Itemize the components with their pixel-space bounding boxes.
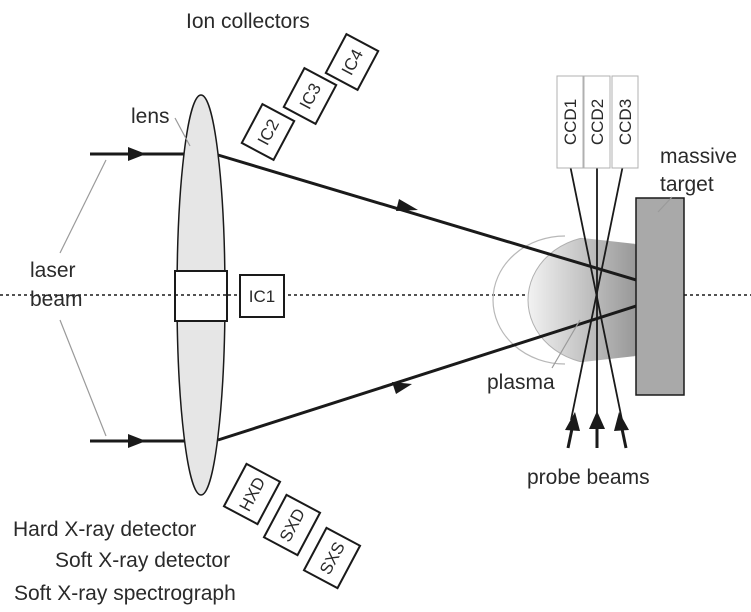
ion-collectors-label: Ion collectors — [186, 10, 310, 33]
ccd3-line — [570, 164, 624, 421]
laser-arrow-lower — [128, 434, 146, 448]
beam-arrow-lower — [392, 382, 412, 394]
ion-collector-ic2: IC2 — [240, 102, 296, 162]
hard-xray-detector-box: HXD — [222, 462, 282, 526]
ccd2-label: CCD2 — [588, 99, 607, 145]
probe-arrow-3 — [614, 412, 629, 431]
ccd1-line — [569, 164, 623, 421]
massive-target-leader — [657, 196, 673, 213]
lens-label: lens — [131, 105, 170, 128]
plasma-plume — [527, 236, 636, 364]
ccd3-camera: CCD3 — [611, 75, 639, 169]
probe-arrow-1 — [565, 412, 580, 431]
massive-target-label-line1: massive — [660, 145, 737, 168]
beam-arrow-upper — [396, 199, 418, 211]
focused-beam-upper — [217, 153, 637, 282]
laser-beam-leader-lower — [59, 319, 107, 437]
laser-beam-leader-upper — [59, 159, 107, 254]
soft-xray-spectrograph-box: SXS — [302, 526, 362, 590]
hard-xray-detector-label: Hard X-ray detector — [13, 518, 196, 541]
laser-beam-label-line1: laser — [30, 259, 76, 282]
ion-collector-ic3: IC3 — [282, 66, 338, 126]
plasma-outline — [492, 235, 566, 365]
lens-aperture — [174, 270, 228, 322]
soft-xray-spectrograph-label: Soft X-ray spectrograph — [14, 582, 236, 605]
plasma-leader — [551, 319, 581, 369]
soft-xray-detector-label: Soft X-ray detector — [55, 549, 230, 572]
ccd1-camera: CCD1 — [556, 75, 584, 169]
laser-arrow-upper — [128, 147, 146, 161]
ion-collector-ic4: IC4 — [324, 32, 380, 92]
probe-arrow-2 — [589, 411, 605, 429]
plasma-label: plasma — [487, 371, 555, 394]
soft-xray-detector-box: SXD — [262, 493, 322, 557]
focused-beam-lower — [217, 304, 637, 442]
lens-leader — [174, 117, 191, 147]
ic1-label: IC1 — [249, 287, 275, 306]
massive-target — [635, 197, 685, 396]
ccd1-label: CCD1 — [561, 99, 580, 145]
ccd3-label: CCD3 — [616, 99, 635, 145]
laser-beam-label-line2: beam — [30, 288, 83, 311]
ion-collector-ic1: IC1 — [239, 274, 285, 318]
massive-target-label-line2: target — [660, 173, 714, 196]
ccd2-camera: CCD2 — [583, 75, 611, 169]
probe-beams-label: probe beams — [527, 466, 650, 489]
